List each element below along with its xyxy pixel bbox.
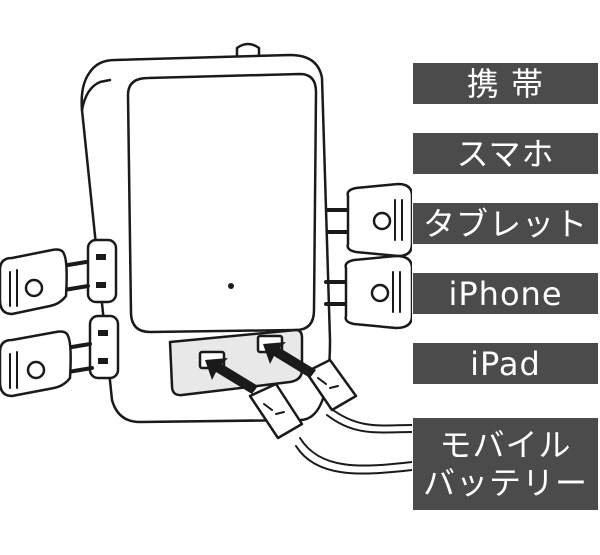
label-mobile-battery-line2: バッテリー [422,464,588,502]
label-mobile-battery: モバイル バッテリー [413,418,598,510]
ac-plug-icon [0,330,94,398]
usb-plug-icon [304,358,358,412]
ac-plug-icon [324,254,412,330]
usb-plug-icon [248,382,304,440]
side-outlet-lower [88,314,120,380]
label-mobile-battery-line1: モバイル [439,426,572,464]
label-iphone: iPhone [413,273,598,314]
label-keitai: 携 帯 [413,63,598,104]
label-smartphone: スマホ [413,133,598,174]
ac-plug-icon [0,248,90,316]
arrow-icon [205,342,316,394]
usb-charger-icon [80,53,332,424]
usb-charger-illustration [0,42,412,475]
ac-plug-icon [326,182,412,258]
side-outlet-upper [86,238,118,304]
label-tablet: タブレット [413,203,598,244]
usb-cable-icon [295,407,412,475]
label-ipad: iPad [413,343,598,384]
